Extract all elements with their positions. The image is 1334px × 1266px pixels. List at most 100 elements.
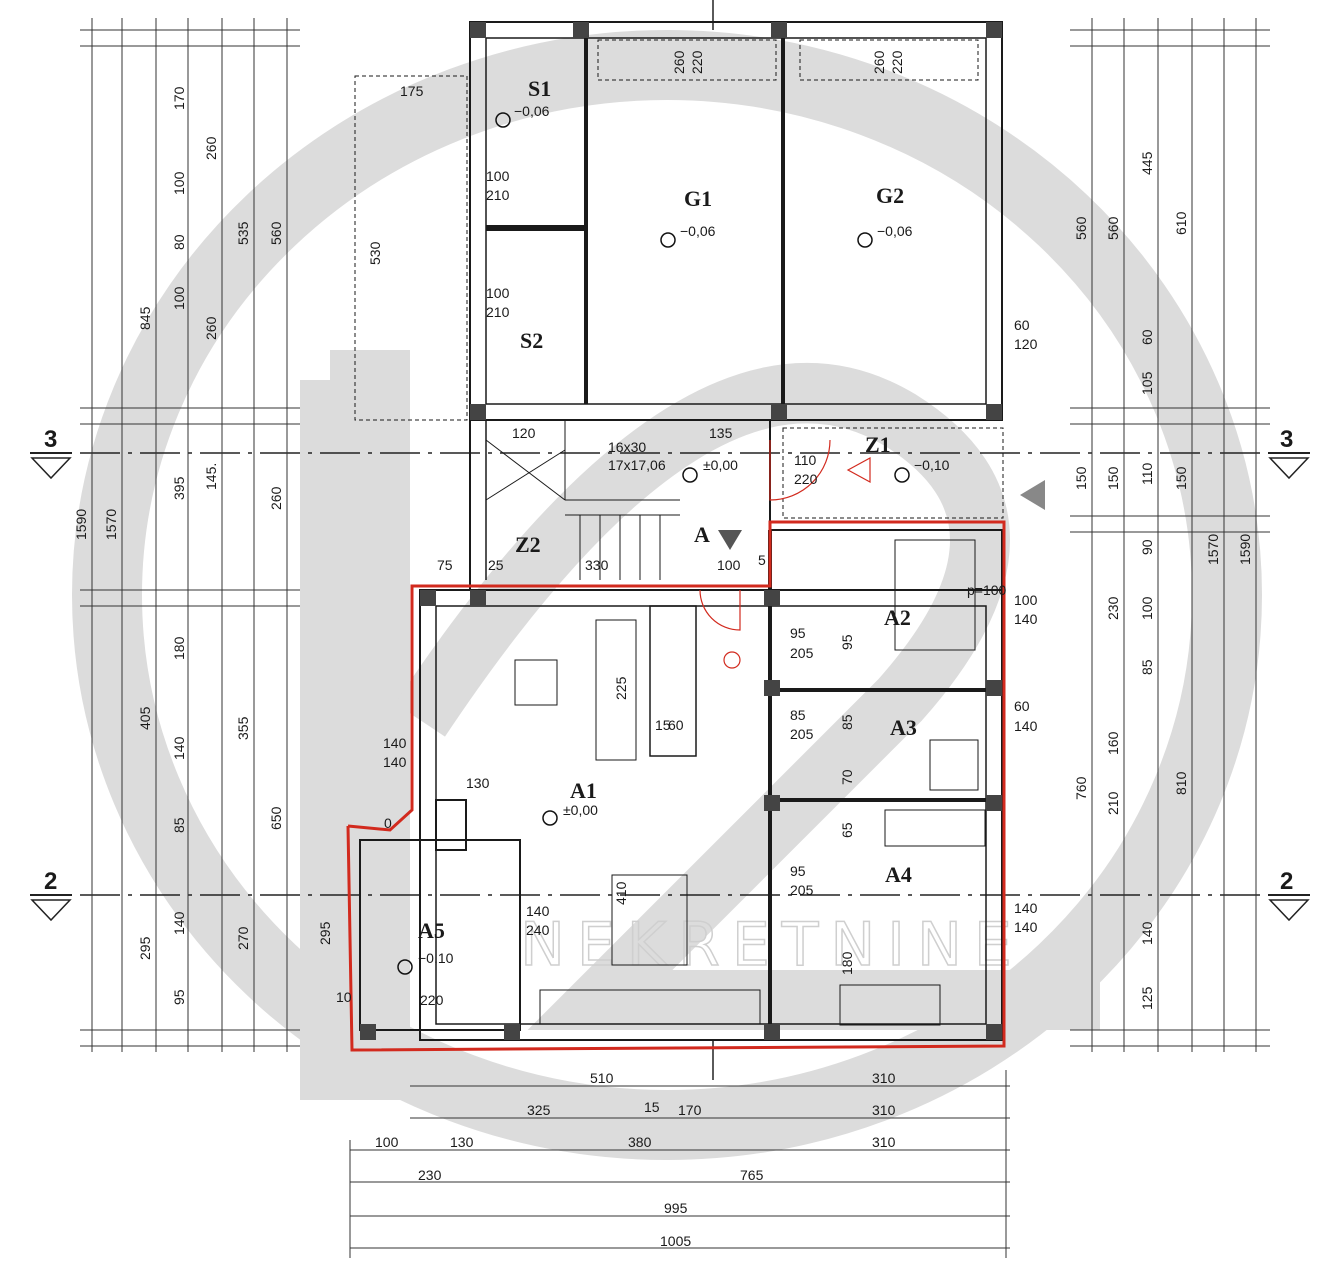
section-label-3-left: 3 [44,426,57,453]
dim-410: 410 [613,881,629,905]
room-label-s2: S2 [520,328,543,353]
room-level-g1: −0,06 [680,223,716,239]
dim-160: 160 [1105,731,1121,755]
dim-100-b: 100 [375,1134,399,1150]
dim-355: 355 [235,716,251,740]
dim-140-r: 140 [1139,921,1155,945]
room-label-a4: A4 [885,862,912,887]
room-label-g2: G2 [876,183,904,208]
dim-270: 270 [235,926,251,950]
dim-1590-left: 1590 [73,509,89,540]
dim-560-left: 560 [268,221,284,245]
dim-295b: 295 [317,921,333,945]
a5-door-width: 140 [526,903,550,919]
dim-125: 125 [1139,986,1155,1010]
dim-100b: 100 [171,286,187,310]
dim-170-b: 170 [678,1102,702,1118]
dim-560-r2: 560 [1105,216,1121,240]
entrance-door-swings [699,439,871,669]
g2-window-260: 260 [871,50,887,74]
dim-105: 105 [1139,371,1155,395]
dim-310-a: 310 [872,1070,896,1086]
dim-140b: 140 [171,911,187,935]
a4-door-height: 205 [790,882,814,898]
g1-window-220: 220 [689,50,705,74]
dim-145: 145. [203,463,219,490]
a3-door-width: 85 [790,707,806,723]
room-level-z1: −0,10 [914,457,950,473]
dim-70: 70 [839,769,855,785]
watermark-logo [72,30,1262,1160]
parapet-a2: p=100 [967,582,1007,598]
dim-95b: 95 [839,634,855,650]
room-label-z2: Z2 [515,532,541,557]
g2-window-height: 120 [1014,336,1038,352]
dimension-lines-bottom [349,1070,1010,1258]
dim-150-r1: 150 [1073,466,1089,490]
stair-spec-1: 16x30 [608,439,646,455]
dim-15: 15 [655,717,671,733]
section-marker-3-right: 3 [1268,426,1310,480]
a5-door-height: 240 [526,922,550,938]
a1-window-height: 140 [383,754,407,770]
a3-window-height: 140 [1014,718,1038,734]
dim-150-r2: 150 [1105,466,1121,490]
dim-405: 405 [137,706,153,730]
dim-295: 295 [137,936,153,960]
dim-60-r: 60 [1139,329,1155,345]
dim-230: 230 [1105,596,1121,620]
level-markers [397,112,910,975]
s2-door-height: 210 [486,304,510,320]
walls [354,21,1004,1041]
a4-door-width: 95 [790,863,806,879]
dim-85: 85 [171,817,187,833]
dim-380: 380 [628,1134,652,1150]
apartment-outline [346,520,1006,1052]
dim-220: 220 [420,992,444,1008]
dim-610: 610 [1173,211,1189,235]
dimension-lines-left [80,18,300,1052]
dim-120: 120 [512,425,536,441]
dim-760: 760 [1073,776,1089,800]
dim-85b: 85 [839,714,855,730]
dim-0: 0 [384,815,392,831]
z1-door-width: 110 [794,452,817,468]
dim-445: 445 [1139,151,1155,175]
dim-10: 10 [336,989,352,1005]
dim-210: 210 [1105,791,1121,815]
dim-175: 175 [400,83,424,99]
dim-5: 5 [758,552,766,568]
room-level-a5: −0,10 [418,950,454,966]
section-marker-2-right: 2 [1268,868,1310,922]
s1-door-width: 100 [486,168,510,184]
columns [360,22,1002,1040]
dim-90: 90 [1139,539,1155,555]
room-level-a1: ±0,00 [563,802,598,818]
a2-door-height: 205 [790,645,814,661]
a2-window-height: 140 [1014,611,1038,627]
dim-1570-left: 1570 [103,509,119,540]
room-level-g2: −0,06 [877,223,913,239]
a1-window-width: 140 [383,735,407,751]
top-window-labels: 260 220 260 220 [671,50,905,74]
room-label-g1: G1 [684,186,712,211]
dim-535: 535 [235,221,251,245]
dim-80: 80 [171,234,187,250]
dim-330: 330 [585,557,609,573]
right-dimension-labels: 560 150 760 560 150 230 160 210 445 60 1… [1073,151,1253,1010]
dim-310-c: 310 [872,1134,896,1150]
dim-1570-right: 1570 [1205,534,1221,565]
dim-560-r1: 560 [1073,216,1089,240]
a3-window-width: 60 [1014,698,1030,714]
dim-25: 25 [488,557,504,573]
dim-100-r: 100 [1139,596,1155,620]
stair-level: ±0,00 [703,457,738,473]
a4-window-width: 140 [1014,900,1038,916]
dim-95: 95 [171,989,187,1005]
room-label-z1: Z1 [865,432,891,457]
dim-75: 75 [437,557,453,573]
z1-door-height: 220 [794,471,818,487]
dimension-lines-right [1070,18,1270,1052]
